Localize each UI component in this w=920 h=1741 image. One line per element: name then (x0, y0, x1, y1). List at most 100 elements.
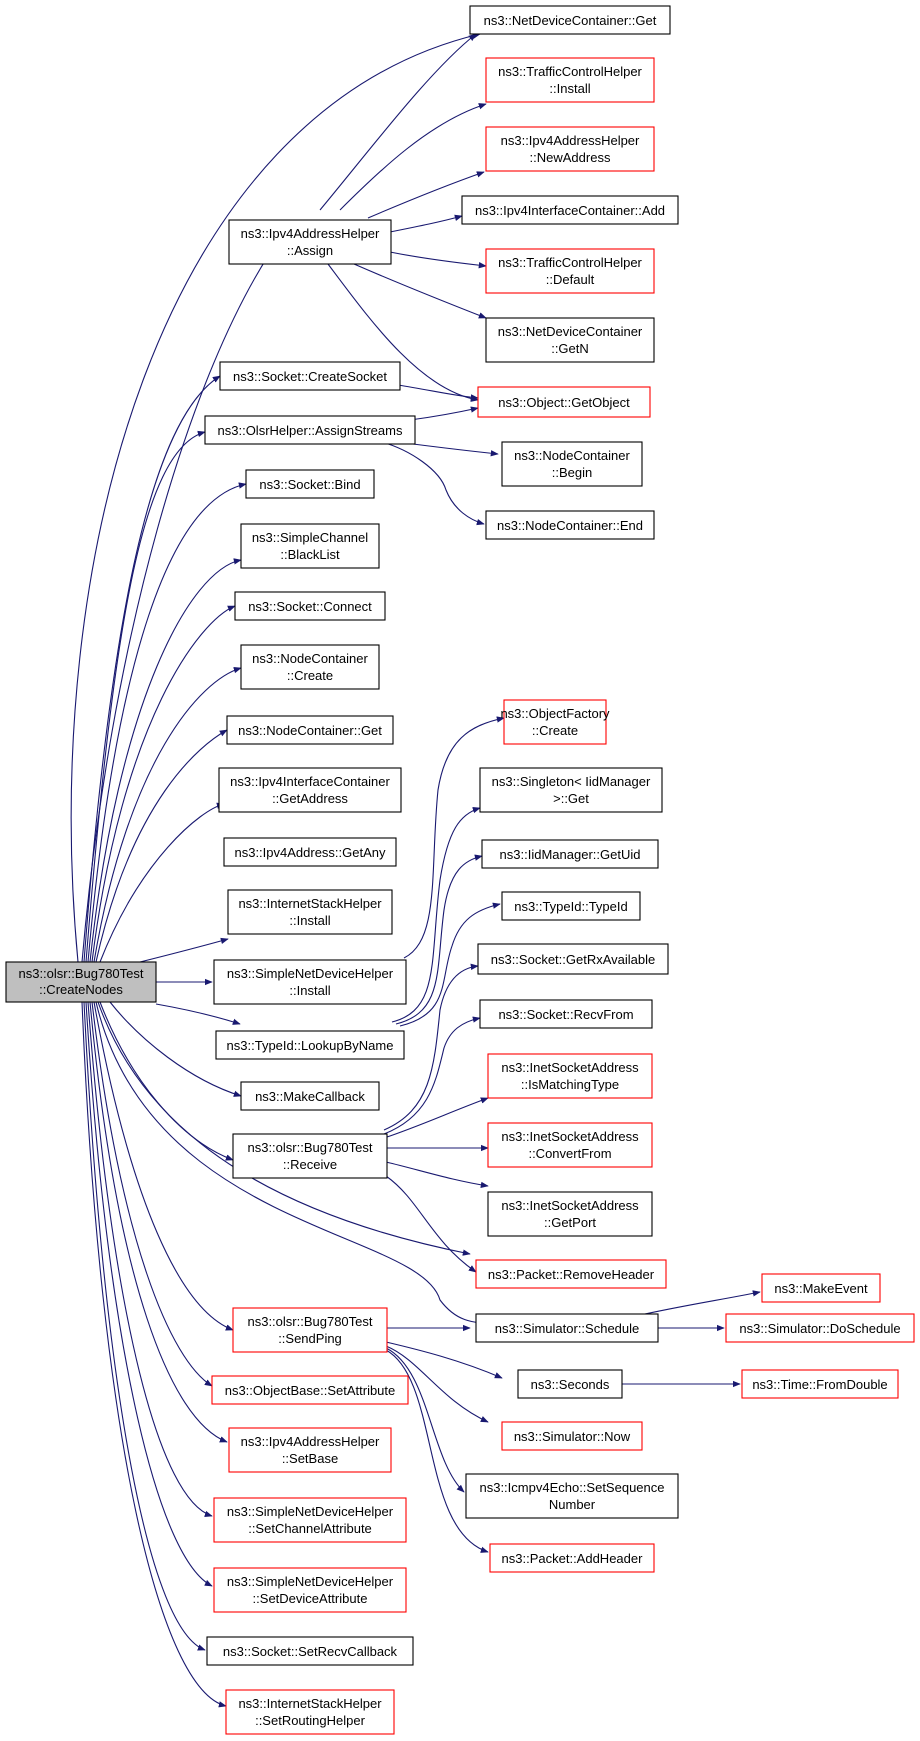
node-ipv4addresshelper-assign[interactable]: ns3::Ipv4AddressHelper ::Assign (228, 219, 392, 265)
node-nodecontainer-get[interactable]: ns3::NodeContainer::Get (226, 715, 394, 745)
node-simulator-doschedule[interactable]: ns3::Simulator::DoSchedule (725, 1313, 915, 1343)
edge (81, 243, 277, 963)
edge (403, 716, 505, 959)
edge (87, 482, 247, 963)
node-simplenetdevicehelper-install[interactable]: ns3::SimpleNetDeviceHelper ::Install (213, 959, 407, 1005)
node-socket-bind[interactable]: ns3::Socket::Bind (245, 469, 375, 499)
node-simplenetdevicehelper-setdeviceattribute[interactable]: ns3::SimpleNetDeviceHelper ::SetDeviceAt… (213, 1567, 407, 1613)
node-nodecontainer-create[interactable]: ns3::NodeContainer ::Create (240, 644, 380, 690)
node-label: ns3::MakeEvent (774, 1281, 868, 1296)
edge (95, 1001, 503, 1328)
node-label: ns3::Ipv4AddressHelper (241, 226, 380, 241)
edge (89, 558, 242, 963)
edge (83, 375, 221, 963)
node-label: ::IsMatchingType (521, 1077, 619, 1092)
node-singleton-iidmanager-get[interactable]: ns3::Singleton< IidManager >::Get (479, 767, 663, 813)
edge (385, 1347, 465, 1493)
node-label: ::Create (532, 723, 578, 738)
node-createnodes[interactable]: ns3::olsr::Bug780Test ::CreateNodes (5, 961, 157, 1003)
edge (339, 103, 487, 211)
node-label: ns3::Socket::RecvFrom (498, 1007, 633, 1022)
node-label: ns3::Ipv4InterfaceContainer (230, 774, 390, 789)
edge (383, 963, 479, 1131)
node-bug780test-receive[interactable]: ns3::olsr::Bug780Test ::Receive (232, 1133, 388, 1179)
node-socket-createsocket[interactable]: ns3::Socket::CreateSocket (219, 361, 401, 391)
node-socket-setrecvcallback[interactable]: ns3::Socket::SetRecvCallback (206, 1636, 414, 1666)
node-label: ns3::IidManager::GetUid (500, 847, 641, 862)
node-ipv4addresshelper-setbase[interactable]: ns3::Ipv4AddressHelper ::SetBase (228, 1427, 392, 1473)
node-packet-removeheader[interactable]: ns3::Packet::RemoveHeader (475, 1259, 667, 1289)
node-label: ns3::Ipv4InterfaceContainer::Add (475, 203, 665, 218)
node-socket-getrxavailable[interactable]: ns3::Socket::GetRxAvailable (477, 943, 669, 975)
node-inetsocketaddress-getport[interactable]: ns3::InetSocketAddress ::GetPort (487, 1191, 653, 1237)
node-label: ::NewAddress (530, 150, 611, 165)
node-makeevent[interactable]: ns3::MakeEvent (761, 1273, 881, 1303)
node-typeid-typeid[interactable]: ns3::TypeId::TypeId (501, 891, 641, 921)
node-icmpv4echo-setsequencenumber[interactable]: ns3::Icmpv4Echo::SetSequence Number (465, 1473, 679, 1519)
edge (81, 1001, 227, 1708)
edge (381, 441, 485, 526)
nodes: ns3::olsr::Bug780Test ::CreateNodes ns3:… (5, 5, 915, 1735)
node-label: ns3::TrafficControlHelper (498, 255, 642, 270)
node-makecallback[interactable]: ns3::MakeCallback (240, 1081, 380, 1111)
node-trafficcontrolhelper-default[interactable]: ns3::TrafficControlHelper ::Default (485, 248, 655, 294)
node-label: ns3::NetDeviceContainer (498, 324, 643, 339)
node-ipv4interfacecontainer-getaddress[interactable]: ns3::Ipv4InterfaceContainer ::GetAddress (218, 767, 402, 813)
node-label: ns3::SimpleNetDeviceHelper (227, 966, 394, 981)
node-olsrhelper-assignstreams[interactable]: ns3::OlsrHelper::AssignStreams (204, 415, 416, 445)
node-label: ::Create (287, 668, 333, 683)
edge (99, 1001, 234, 1161)
node-iidmanager-getuid[interactable]: ns3::IidManager::GetUid (481, 839, 659, 869)
node-socket-connect[interactable]: ns3::Socket::Connect (234, 591, 386, 621)
node-internetstackhelper-install[interactable]: ns3::InternetStackHelper ::Install (227, 889, 393, 935)
edge (385, 1349, 489, 1553)
node-nodecontainer-begin[interactable]: ns3::NodeContainer ::Begin (501, 441, 643, 487)
node-netdevicecontainer-getn[interactable]: ns3::NetDeviceContainer ::GetN (485, 317, 655, 363)
node-typeid-lookupbyname[interactable]: ns3::TypeId::LookupByName (215, 1030, 405, 1060)
node-label: ns3::InternetStackHelper (238, 896, 382, 911)
edge (327, 263, 479, 402)
node-label: ns3::NetDeviceContainer::Get (484, 13, 657, 28)
node-label: ::ConvertFrom (528, 1146, 611, 1161)
node-netdevicecontainer-get[interactable]: ns3::NetDeviceContainer::Get (469, 5, 671, 35)
node-bug780test-sendping[interactable]: ns3::olsr::Bug780Test ::SendPing (232, 1307, 388, 1353)
node-nodecontainer-end[interactable]: ns3::NodeContainer::End (485, 510, 655, 540)
node-time-fromdouble[interactable]: ns3::Time::FromDouble (741, 1369, 899, 1399)
node-simulator-schedule[interactable]: ns3::Simulator::Schedule (475, 1313, 659, 1343)
node-label: ns3::NodeContainer::Get (238, 723, 382, 738)
node-label: ::Receive (283, 1157, 337, 1172)
node-socket-recvfrom[interactable]: ns3::Socket::RecvFrom (479, 999, 653, 1029)
node-packet-addheader[interactable]: ns3::Packet::AddHeader (489, 1543, 655, 1573)
edge (85, 430, 206, 963)
node-label: Number (549, 1497, 596, 1512)
node-inetsocketaddress-ismatchingtype[interactable]: ns3::InetSocketAddress ::IsMatchingType (487, 1053, 653, 1099)
edge (91, 1001, 213, 1387)
node-label: ns3::InternetStackHelper (238, 1696, 382, 1711)
edge (87, 1001, 213, 1517)
node-objectbase-setattribute[interactable]: ns3::ObjectBase::SetAttribute (211, 1375, 409, 1405)
node-label: ns3::Socket::SetRecvCallback (223, 1644, 398, 1659)
node-label: ::Default (546, 272, 595, 287)
node-simplenetdevicehelper-setchannelattribute[interactable]: ns3::SimpleNetDeviceHelper ::SetChannelA… (213, 1497, 407, 1543)
edge (85, 1001, 213, 1587)
node-simplechannel-blacklist[interactable]: ns3::SimpleChannel ::BlackList (240, 523, 380, 569)
node-object-getobject[interactable]: ns3::Object::GetObject (477, 386, 651, 418)
edge (385, 1345, 489, 1423)
node-label: ::SendPing (278, 1331, 342, 1346)
node-ipv4interfacecontainer-add[interactable]: ns3::Ipv4InterfaceContainer::Add (461, 195, 679, 225)
edge (367, 171, 485, 219)
node-objectfactory-create[interactable]: ns3::ObjectFactory ::Create (500, 699, 610, 745)
node-ipv4address-getany[interactable]: ns3::Ipv4Address::GetAny (223, 837, 397, 867)
edge (139, 937, 229, 963)
node-inetsocketaddress-convertfrom[interactable]: ns3::InetSocketAddress ::ConvertFrom (487, 1122, 653, 1168)
node-internetstackhelper-setroutinghelper[interactable]: ns3::InternetStackHelper ::SetRoutingHel… (225, 1689, 395, 1735)
node-label: ::Install (289, 913, 330, 928)
node-label: ns3::NodeContainer::End (497, 518, 643, 533)
node-trafficcontrolhelper-install[interactable]: ns3::TrafficControlHelper ::Install (485, 57, 655, 103)
node-label: ns3::Ipv4Address::GetAny (234, 845, 386, 860)
edge (397, 384, 479, 401)
node-seconds[interactable]: ns3::Seconds (517, 1369, 623, 1399)
edge (319, 33, 477, 211)
node-ipv4addresshelper-newaddress[interactable]: ns3::Ipv4AddressHelper ::NewAddress (485, 126, 655, 172)
node-simulator-now[interactable]: ns3::Simulator::Now (501, 1421, 643, 1451)
